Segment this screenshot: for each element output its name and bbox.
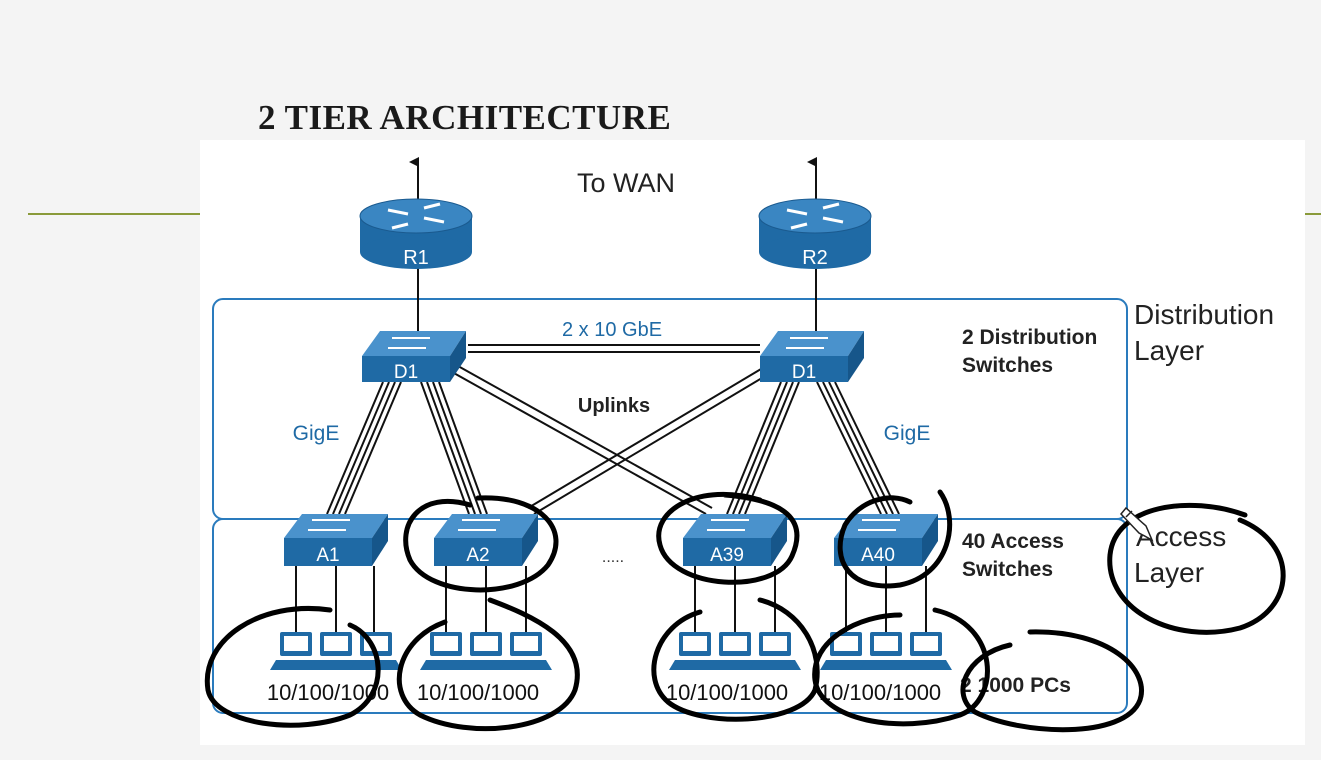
pc-icon [500, 632, 552, 670]
distribution-switch-left-label: D1 [394, 362, 418, 383]
uplink-d1-a2 [438, 381, 488, 515]
router-r2-label: R2 [802, 247, 828, 269]
distribution-switch-right: D1 [760, 331, 864, 383]
access-switch-a1-label: A1 [316, 545, 339, 566]
access-layer-line2: Layer [1134, 557, 1204, 588]
hand-circle-pcs-3 [651, 597, 820, 722]
uplinks-label: Uplinks [578, 395, 650, 417]
hand-circle-a2 [403, 495, 559, 593]
uplink-d1r-a40 [816, 381, 882, 515]
access-switch-a39-label: A39 [710, 545, 744, 566]
gige-label-right: GigE [884, 422, 931, 445]
access-desc-line1: 40 Access [962, 530, 1064, 553]
pc-icon [270, 632, 322, 670]
uplink-cross-left-1 [451, 371, 707, 515]
pc-icon [420, 632, 472, 670]
access-switch-a2: A2 [434, 514, 538, 566]
uplink-d1r-a39 [732, 381, 788, 515]
pc-icon [900, 632, 952, 670]
uplink-d1-a1 [326, 381, 384, 515]
hand-circle-a40 [837, 489, 953, 589]
access-desc-line2: Switches [962, 558, 1053, 581]
uplink-d1r-a39 [738, 381, 794, 515]
pc-icon [310, 632, 362, 670]
gige-label-left: GigE [293, 422, 340, 445]
pc-icon [460, 632, 512, 670]
hand-circle-a39 [656, 491, 800, 585]
pc-links [295, 566, 927, 632]
pc-speed-label-3: 10/100/1000 [666, 680, 788, 705]
uplink-d1-a1 [338, 381, 396, 515]
uplink-d1r-a40 [834, 381, 900, 515]
pc-icon [709, 632, 761, 670]
router-r1: R1 [359, 198, 473, 269]
distribution-switch-left: D1 [362, 331, 466, 383]
access-layer-box [212, 518, 1128, 714]
pc-icon [860, 632, 912, 670]
uplink-d1r-a39 [726, 381, 782, 515]
access-switch-a40: A40 [834, 514, 938, 566]
hand-circle-pcs-1 [204, 606, 381, 728]
uplink-d1-a2 [426, 381, 476, 515]
pc-icon [669, 632, 721, 670]
distribution-layer-line1: Distribution [1134, 299, 1274, 330]
uplink-d1r-a39 [744, 381, 800, 515]
uplink-d1-a2 [432, 381, 482, 515]
uplink-d1-a1 [332, 381, 390, 515]
pc-icon [749, 632, 801, 670]
uplink-bundles [326, 365, 900, 515]
pc-icon [820, 632, 872, 670]
pc-groups [270, 632, 952, 670]
router-r2: R2 [758, 198, 872, 269]
uplink-cross-left-2 [457, 365, 713, 509]
distribution-layer-line2: Layer [1134, 335, 1204, 366]
hand-circle-access-layer [1107, 502, 1286, 635]
hand-circle-pcs-2 [396, 597, 580, 732]
pc-speed-label-4: 10/100/1000 [819, 680, 941, 705]
wan-label: To WAN [577, 168, 675, 198]
access-switch-a40-label: A40 [861, 545, 895, 566]
distribution-desc-line1: 2 Distribution [962, 326, 1097, 349]
access-switch-a2-label: A2 [466, 545, 489, 566]
pc-speed-label-2: 10/100/1000 [417, 680, 539, 705]
access-switch-a1: A1 [284, 514, 388, 566]
uplink-d1-a1 [344, 381, 402, 515]
distribution-switch-right-label: D1 [792, 362, 816, 383]
pcs-label: 2 1000 PCs [960, 674, 1071, 697]
access-switch-a39: A39 [683, 514, 787, 566]
uplink-cross-right-1 [533, 371, 773, 515]
hand-circle-pcs-4 [812, 607, 990, 727]
distribution-desc-line2: Switches [962, 354, 1053, 377]
uplink-d1r-a40 [822, 381, 888, 515]
handwritten-annotations [204, 489, 1286, 733]
uplink-d1r-a40 [828, 381, 894, 515]
slide-title: 2 TIER ARCHITECTURE [258, 98, 672, 137]
hand-circle-pcs-label [960, 629, 1144, 733]
router-r1-label: R1 [403, 247, 429, 269]
interlink-label: 2 x 10 GbE [562, 319, 662, 341]
ellipsis: ..... [602, 549, 624, 566]
title-rule-left [28, 213, 203, 215]
title-rule-right [1300, 213, 1321, 215]
uplink-cross-right-2 [527, 365, 767, 509]
pen-cursor-icon [1119, 506, 1154, 542]
uplink-d1-a2 [420, 381, 470, 515]
